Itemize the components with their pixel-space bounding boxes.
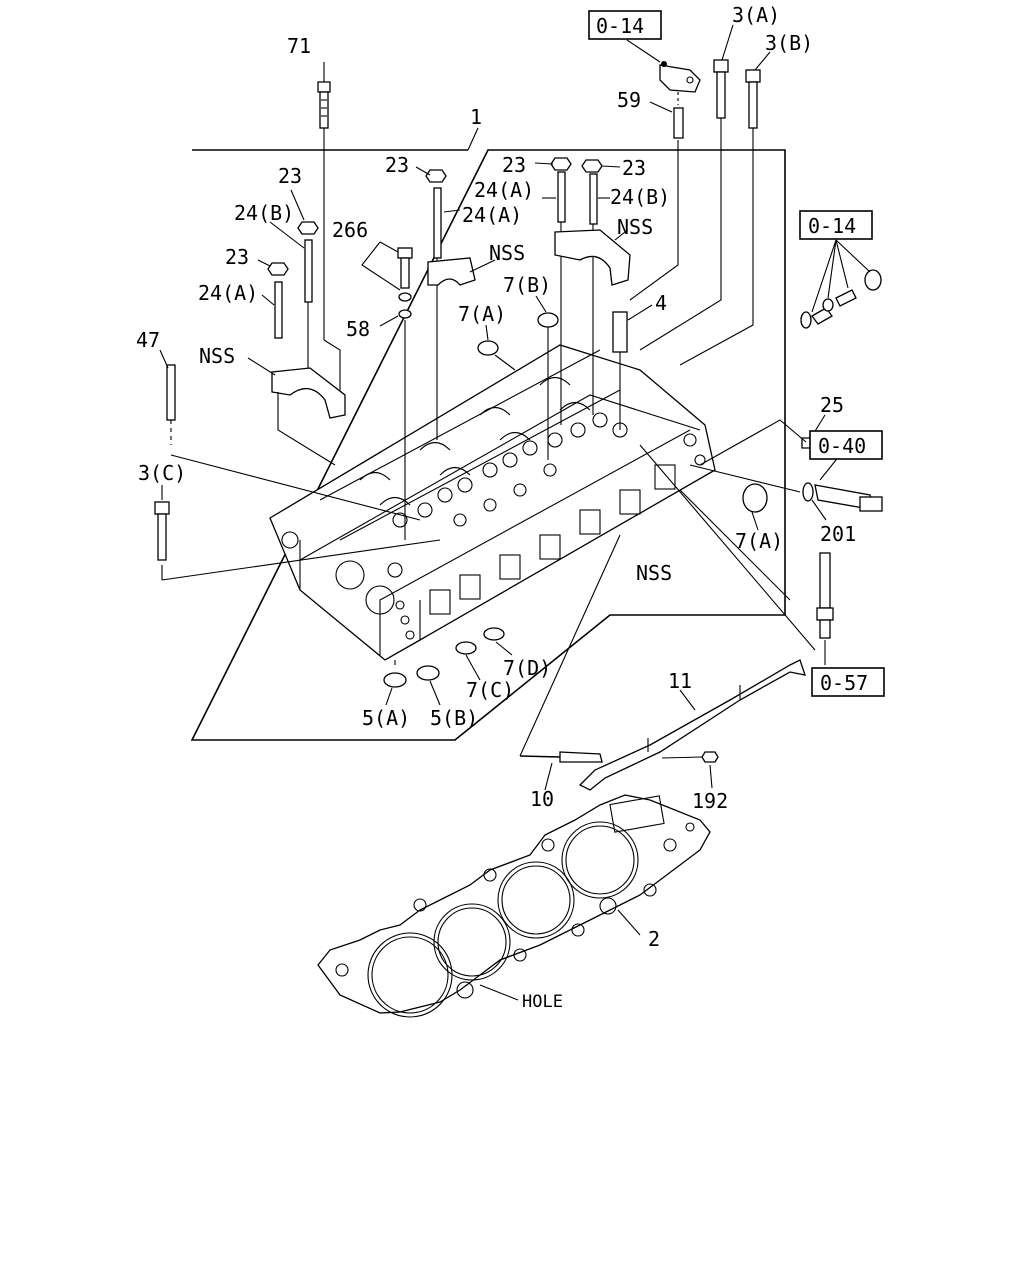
label-24b-left: 24(B) <box>234 201 294 225</box>
bolt-3b <box>745 69 761 129</box>
ref-box-0-40 <box>809 430 883 460</box>
label-nss-center: NSS <box>489 241 525 265</box>
harness-bracket-11 <box>578 659 806 791</box>
label-11: 11 <box>668 669 692 693</box>
label-7d: 7(D) <box>503 656 551 680</box>
bearing-cap-nss-right <box>554 229 631 286</box>
label-23-right-a: 23 <box>502 153 526 177</box>
o-ring-58 <box>398 309 412 319</box>
pin-59 <box>673 107 684 139</box>
seal-5b <box>416 665 440 681</box>
stud-24a-center <box>433 187 442 259</box>
label-23-left: 23 <box>225 245 249 269</box>
label-5a: 5(A) <box>362 706 410 730</box>
ref-0-14-top: 0-14 <box>596 14 644 38</box>
bolt-3c <box>154 501 170 561</box>
label-1: 1 <box>470 105 482 129</box>
label-25: 25 <box>820 393 844 417</box>
label-nss-left: NSS <box>199 344 235 368</box>
label-24a-center: 24(A) <box>462 203 522 227</box>
plug-7d <box>483 627 505 641</box>
label-24a-right: 24(A) <box>474 178 534 202</box>
label-59: 59 <box>617 88 641 112</box>
label-7b: 7(B) <box>503 273 551 297</box>
glow-plug-10 <box>519 751 603 763</box>
o-ring-266 <box>398 292 412 302</box>
injector-parts-0-14 <box>800 269 882 329</box>
bolt-266 <box>397 247 413 289</box>
ref-0-40: 0-40 <box>818 434 866 458</box>
nut-192 <box>701 751 719 763</box>
plug-7a-top <box>477 340 499 356</box>
bolt-0-57 <box>816 552 834 639</box>
nut-23-center <box>425 169 447 183</box>
label-3c: 3(C) <box>138 461 186 485</box>
label-nss-lower: NSS <box>636 561 672 585</box>
nut-23-right-b <box>581 159 603 173</box>
label-23-left-top: 23 <box>278 164 302 188</box>
label-3a: 3(A) <box>732 3 780 27</box>
plug-7b <box>537 312 559 328</box>
label-10: 10 <box>530 787 554 811</box>
bearing-cap-nss-center <box>427 257 476 286</box>
sleeve-4 <box>612 311 628 353</box>
bolt-71 <box>317 81 331 129</box>
cylinder-head-block <box>269 344 716 661</box>
label-2: 2 <box>648 927 660 951</box>
stud-24a-left <box>274 281 283 339</box>
label-3b: 3(B) <box>765 31 813 55</box>
nut-23-left <box>267 262 289 276</box>
bracket-0-14-top <box>659 61 701 93</box>
seal-5a <box>383 672 407 688</box>
label-23-right-b: 23 <box>622 156 646 180</box>
head-gasket-2 <box>317 794 711 1018</box>
nut-23-right-a <box>550 157 572 171</box>
ref-box-0-14-right <box>799 210 873 240</box>
label-192: 192 <box>692 789 728 813</box>
plug-7a-right <box>742 483 768 513</box>
label-24a-left: 24(A) <box>198 281 258 305</box>
label-7a-right: 7(A) <box>735 529 783 553</box>
bearing-cap-nss-left <box>271 367 346 419</box>
label-5b: 5(B) <box>430 706 478 730</box>
assembly-frame <box>190 149 786 741</box>
ref-0-14-right: 0-14 <box>808 214 856 238</box>
label-266: 266 <box>332 218 368 242</box>
bolt-3a <box>713 59 729 119</box>
label-58: 58 <box>346 317 370 341</box>
stud-24b-right <box>589 173 598 225</box>
ref-box-0-14-top <box>588 10 662 40</box>
ref-box-0-57 <box>811 667 885 697</box>
stud-24a-right <box>557 171 566 223</box>
label-nss-right: NSS <box>617 215 653 239</box>
nut-23-left-top <box>297 221 319 235</box>
label-7a-top: 7(A) <box>458 302 506 326</box>
label-201: 201 <box>820 522 856 546</box>
glow-adapter-0-40 <box>802 482 883 512</box>
label-47: 47 <box>136 328 160 352</box>
label-24b-right: 24(B) <box>610 185 670 209</box>
label-71: 71 <box>287 34 311 58</box>
stud-47 <box>166 364 176 421</box>
ref-0-57: 0-57 <box>820 671 868 695</box>
label-hole: HOLE <box>522 992 563 1012</box>
plug-7c <box>455 641 477 655</box>
stud-24b-left <box>304 239 313 303</box>
label-23-center: 23 <box>385 153 409 177</box>
label-4: 4 <box>655 291 667 315</box>
label-7c: 7(C) <box>466 678 514 702</box>
